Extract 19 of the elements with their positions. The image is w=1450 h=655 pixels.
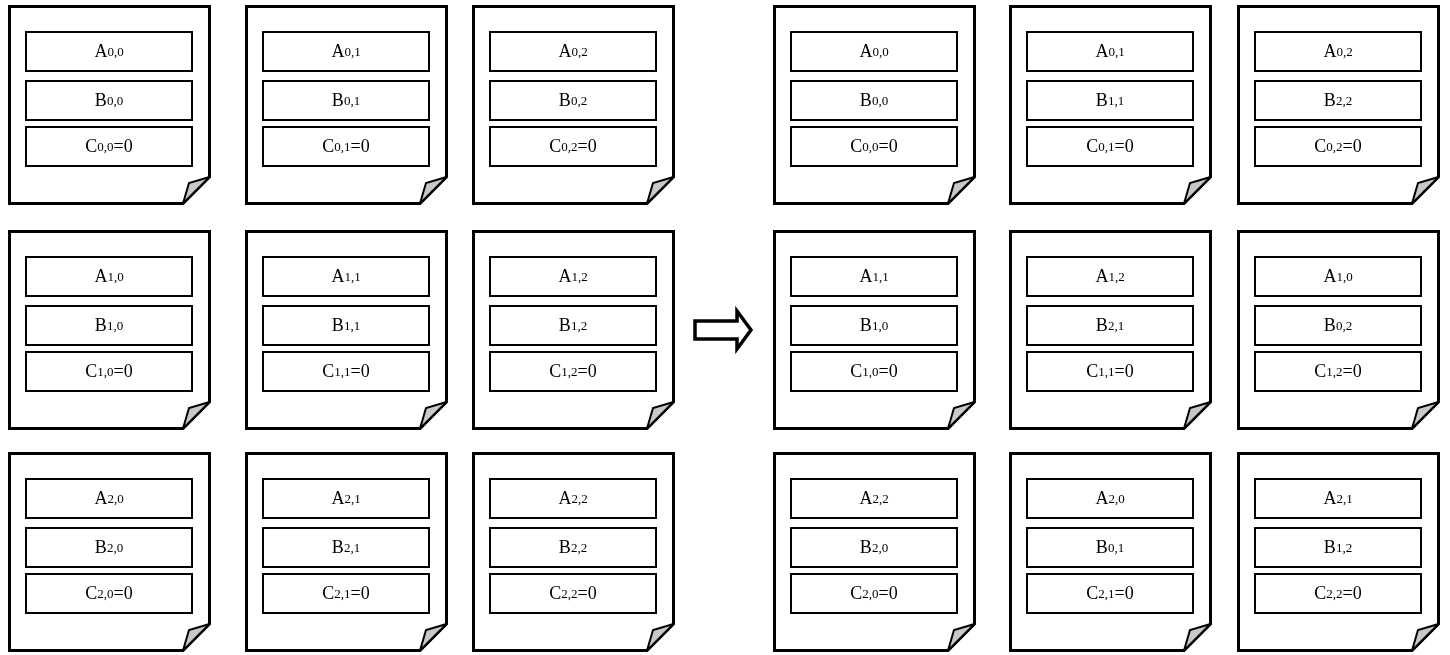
document-page [8, 452, 211, 652]
document-page [245, 5, 448, 205]
document-page [8, 230, 211, 430]
document-page [8, 5, 211, 205]
document-page [472, 230, 675, 430]
document-page [245, 230, 448, 430]
document-page [1237, 452, 1440, 652]
document-page [1009, 452, 1212, 652]
document-page [773, 230, 976, 430]
document-page [472, 5, 675, 205]
document-page [472, 452, 675, 652]
document-page [245, 452, 448, 652]
document-page [1237, 230, 1440, 430]
document-page [1009, 5, 1212, 205]
block-arrow [693, 305, 754, 355]
document-page [773, 5, 976, 205]
document-page [1009, 230, 1212, 430]
document-page [1237, 5, 1440, 205]
document-page [773, 452, 976, 652]
